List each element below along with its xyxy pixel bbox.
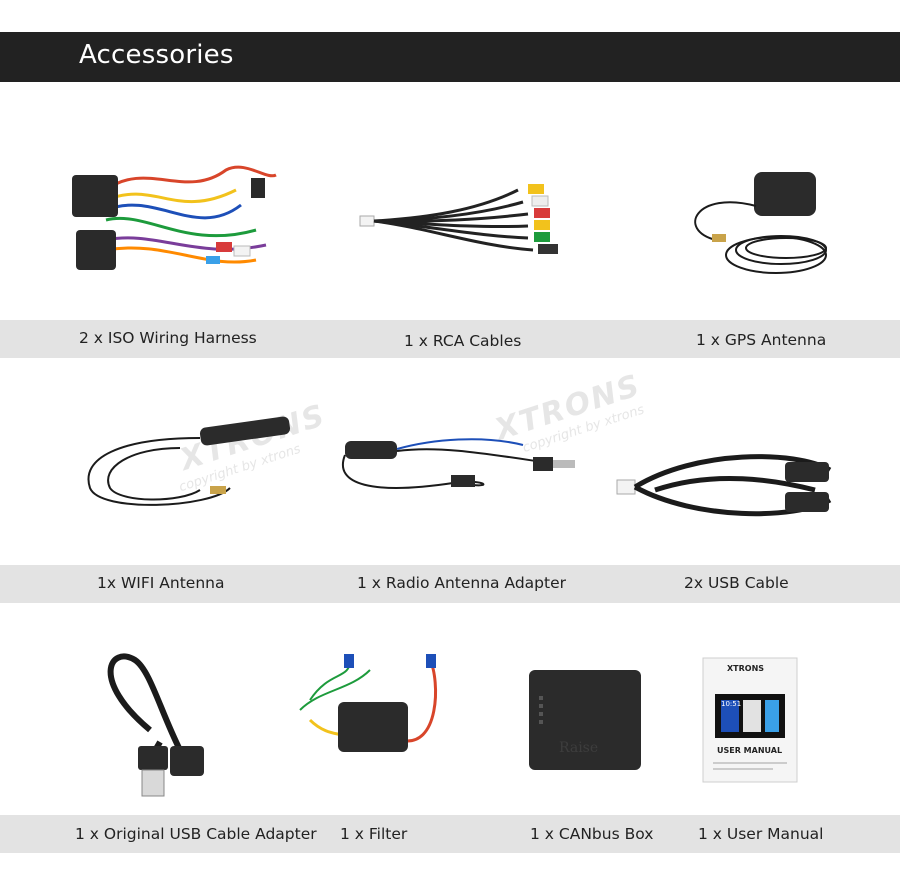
- user-manual-icon: XTRONS 10:51 USER MANUAL: [702, 657, 799, 784]
- filter-icon: [290, 650, 460, 780]
- item-label: 1 x Filter: [340, 825, 408, 843]
- usb-adapter-icon: [90, 650, 220, 800]
- radio-antenna-adapter-icon: [333, 425, 583, 505]
- manual-title: USER MANUAL: [717, 746, 783, 755]
- label-bar-row-3: 1 x Original USB Cable Adapter 1 x Filte…: [0, 815, 900, 853]
- header-bar: Accessories: [0, 32, 900, 82]
- label-bar-row-1: 2 x ISO Wiring Harness 1 x RCA Cables 1 …: [0, 320, 900, 358]
- item-label: 2x USB Cable: [684, 574, 789, 592]
- canbus-box-brand: Raise: [559, 740, 599, 756]
- canbus-box-icon: Raise: [529, 670, 643, 772]
- item-label: 1 x User Manual: [698, 825, 824, 843]
- item-label: 1 x RCA Cables: [404, 332, 522, 350]
- item-label: 1 x Original USB Cable Adapter: [75, 825, 317, 843]
- manual-clock: 10:51: [721, 700, 742, 708]
- rca-cables-icon: [358, 180, 578, 260]
- wiring-harness-icon: [66, 150, 286, 290]
- gps-antenna-icon: [676, 170, 836, 280]
- item-label: 2 x ISO Wiring Harness: [79, 329, 257, 347]
- page-title: Accessories: [79, 40, 234, 70]
- wifi-antenna-icon: [80, 416, 300, 518]
- item-label: 1 x CANbus Box: [530, 825, 654, 843]
- item-label: 1x WIFI Antenna: [97, 574, 225, 592]
- item-label: 1 x Radio Antenna Adapter: [357, 574, 566, 592]
- label-bar-row-2: 1x WIFI Antenna 1 x Radio Antenna Adapte…: [0, 565, 900, 603]
- item-label: 1 x GPS Antenna: [696, 331, 827, 349]
- usb-cable-icon: [615, 440, 845, 530]
- manual-brand: XTRONS: [727, 664, 765, 673]
